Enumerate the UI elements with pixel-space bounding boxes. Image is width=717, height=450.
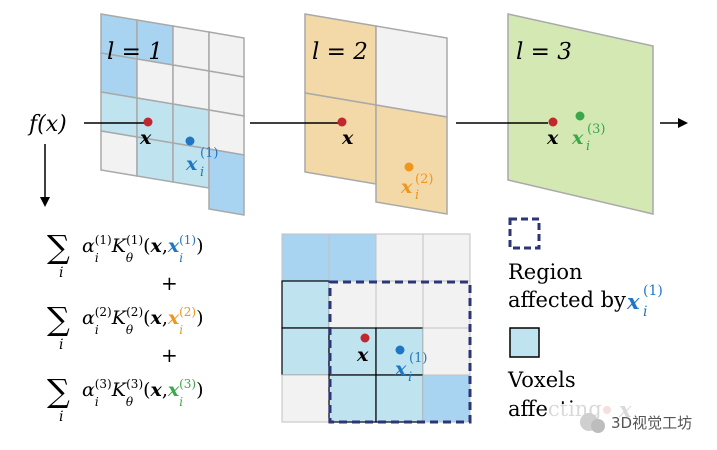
query-point [143, 117, 153, 127]
watermark: 3D视觉工坊 [548, 404, 708, 438]
legend-region-sup: (1) [643, 283, 663, 299]
sum-index: i [59, 409, 63, 425]
grid-cell [422, 280, 471, 329]
neighbor-point-3-sub: i [586, 139, 590, 154]
grid-cell [328, 374, 377, 423]
grid-cell [100, 91, 138, 138]
grid-cell [100, 130, 138, 177]
grid-cell [281, 374, 330, 423]
neighbor-point-1-sup: (1) [409, 351, 427, 366]
grid-cell [375, 327, 424, 376]
neighbor-point-3-label: x [571, 127, 584, 149]
affected-region-box [328, 280, 472, 424]
grid-cell [281, 327, 330, 376]
neighbor-point-1-label: x [185, 153, 198, 175]
grid-cell [172, 25, 210, 72]
grid-cell [136, 58, 174, 105]
sum-index: i [59, 337, 63, 353]
legend-region-symbol: x [626, 289, 640, 314]
neighbor-point-3 [575, 111, 585, 121]
level-3-label: l = 3 [516, 39, 572, 65]
level-1-grid [100, 13, 245, 216]
grid-cell [208, 31, 245, 78]
neighbor-point-2 [404, 162, 414, 172]
query-point [337, 117, 347, 127]
grid-cell [375, 233, 424, 282]
plus-sign: + [161, 271, 178, 295]
legend-region-line2: affected by [508, 288, 626, 312]
term-2-expression: αi(2)Kθ(2)(x,xi(2)) [82, 305, 204, 337]
grid-cell [328, 280, 377, 329]
summation-formula: ∑ i αi(1)Kθ(1)(x,xi(1)) + ∑ i αi(2)Kθ(2)… [47, 228, 204, 425]
term-1-expression: αi(1)Kθ(1)(x,xi(1)) [82, 233, 204, 265]
query-point-label: x [546, 127, 559, 149]
sum-index: i [59, 265, 63, 281]
query-point-label: x [356, 344, 369, 366]
level-2-label: l = 2 [312, 39, 368, 65]
grid-cell [328, 233, 377, 282]
legend-voxels-line1: Voxels [507, 368, 576, 392]
grid-cell [281, 280, 330, 329]
sum-symbol: ∑ [47, 300, 70, 338]
watermark-text: 3D视觉工坊 [611, 414, 692, 432]
grid-cell [422, 374, 471, 423]
neighbor-point-2-sup: (2) [415, 172, 433, 187]
grid-cell [281, 233, 330, 282]
term-3-expression: αi(3)Kθ(3)(x,xi(3)) [82, 377, 204, 409]
legend-region-sub: i [643, 304, 647, 320]
grid-cell [172, 64, 210, 111]
query-point [360, 333, 370, 343]
wechat-icon [591, 419, 605, 433]
query-point-label: x [341, 127, 354, 149]
neighbor-point-1-sup: (1) [200, 146, 218, 161]
neighbor-point-3-sup: (3) [587, 122, 605, 137]
grid-cell [375, 104, 448, 215]
grid-cell [208, 70, 245, 117]
query-point-label: x [139, 127, 152, 149]
legend-region-swatch [508, 217, 541, 250]
legend-voxel-swatch [509, 327, 540, 358]
query-point [548, 117, 558, 127]
neighbor-point-2-sub: i [415, 188, 419, 203]
grid-cell [375, 374, 424, 423]
legend-region-line1: Region [508, 260, 583, 284]
neighbor-point-2-label: x [400, 176, 413, 198]
level-1-label: l = 1 [107, 39, 163, 65]
neighbor-point-1-sub: i [200, 165, 204, 180]
sum-symbol: ∑ [47, 372, 70, 410]
grid-cell [304, 92, 377, 185]
grid-cell [375, 25, 448, 118]
neighbor-point-1 [395, 345, 405, 355]
legend: Region affected by x i (1) Voxels affect… [507, 217, 663, 422]
sum-symbol: ∑ [47, 228, 70, 266]
grid-cell [422, 327, 471, 376]
detail-grid: x x i (1) [281, 233, 472, 424]
level-2-grid [304, 13, 448, 215]
neighbor-point-1 [185, 136, 195, 146]
grid-cell [375, 280, 424, 329]
grid-cell [422, 233, 471, 282]
input-label: f(x) [27, 112, 67, 137]
plus-sign: + [161, 343, 178, 367]
neighbor-point-1-label: x [394, 358, 407, 380]
neighbor-point-1-sub: i [408, 370, 412, 385]
grid-cell [208, 148, 245, 216]
grid-cell [328, 327, 377, 376]
